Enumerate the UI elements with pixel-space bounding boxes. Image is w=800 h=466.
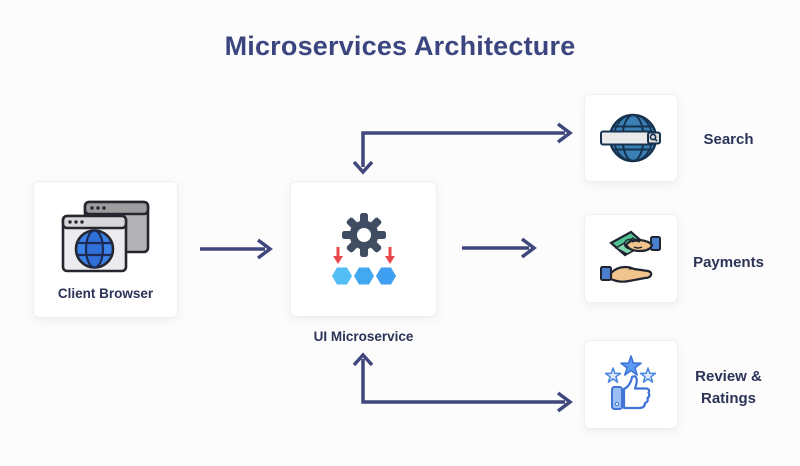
diagram-title: Microservices Architecture	[224, 31, 576, 61]
connector-ui-to-search	[352, 122, 573, 175]
gear-services-icon	[328, 211, 400, 287]
client-browser-node: Client Browser	[33, 181, 178, 318]
connector-ui-to-reviews	[352, 352, 573, 413]
client-browser-label: Client Browser	[57, 286, 154, 302]
connector-ui-to-payments	[462, 237, 537, 259]
search-label: Search	[703, 131, 754, 148]
globe-search-icon	[600, 109, 662, 167]
review-ratings-label: Review & Ratings	[695, 368, 762, 407]
payments-node	[584, 214, 678, 303]
browser-windows-icon	[61, 200, 151, 274]
payments-label: Payments	[693, 254, 764, 271]
search-node	[584, 94, 678, 182]
ui-microservice-label: UI Microservice	[313, 329, 414, 344]
connector-client-to-ui	[200, 238, 273, 260]
review-ratings-node	[584, 340, 678, 429]
thumbs-up-stars-icon	[601, 354, 661, 416]
hands-money-icon	[599, 229, 663, 289]
ui-microservice-node	[290, 181, 437, 317]
